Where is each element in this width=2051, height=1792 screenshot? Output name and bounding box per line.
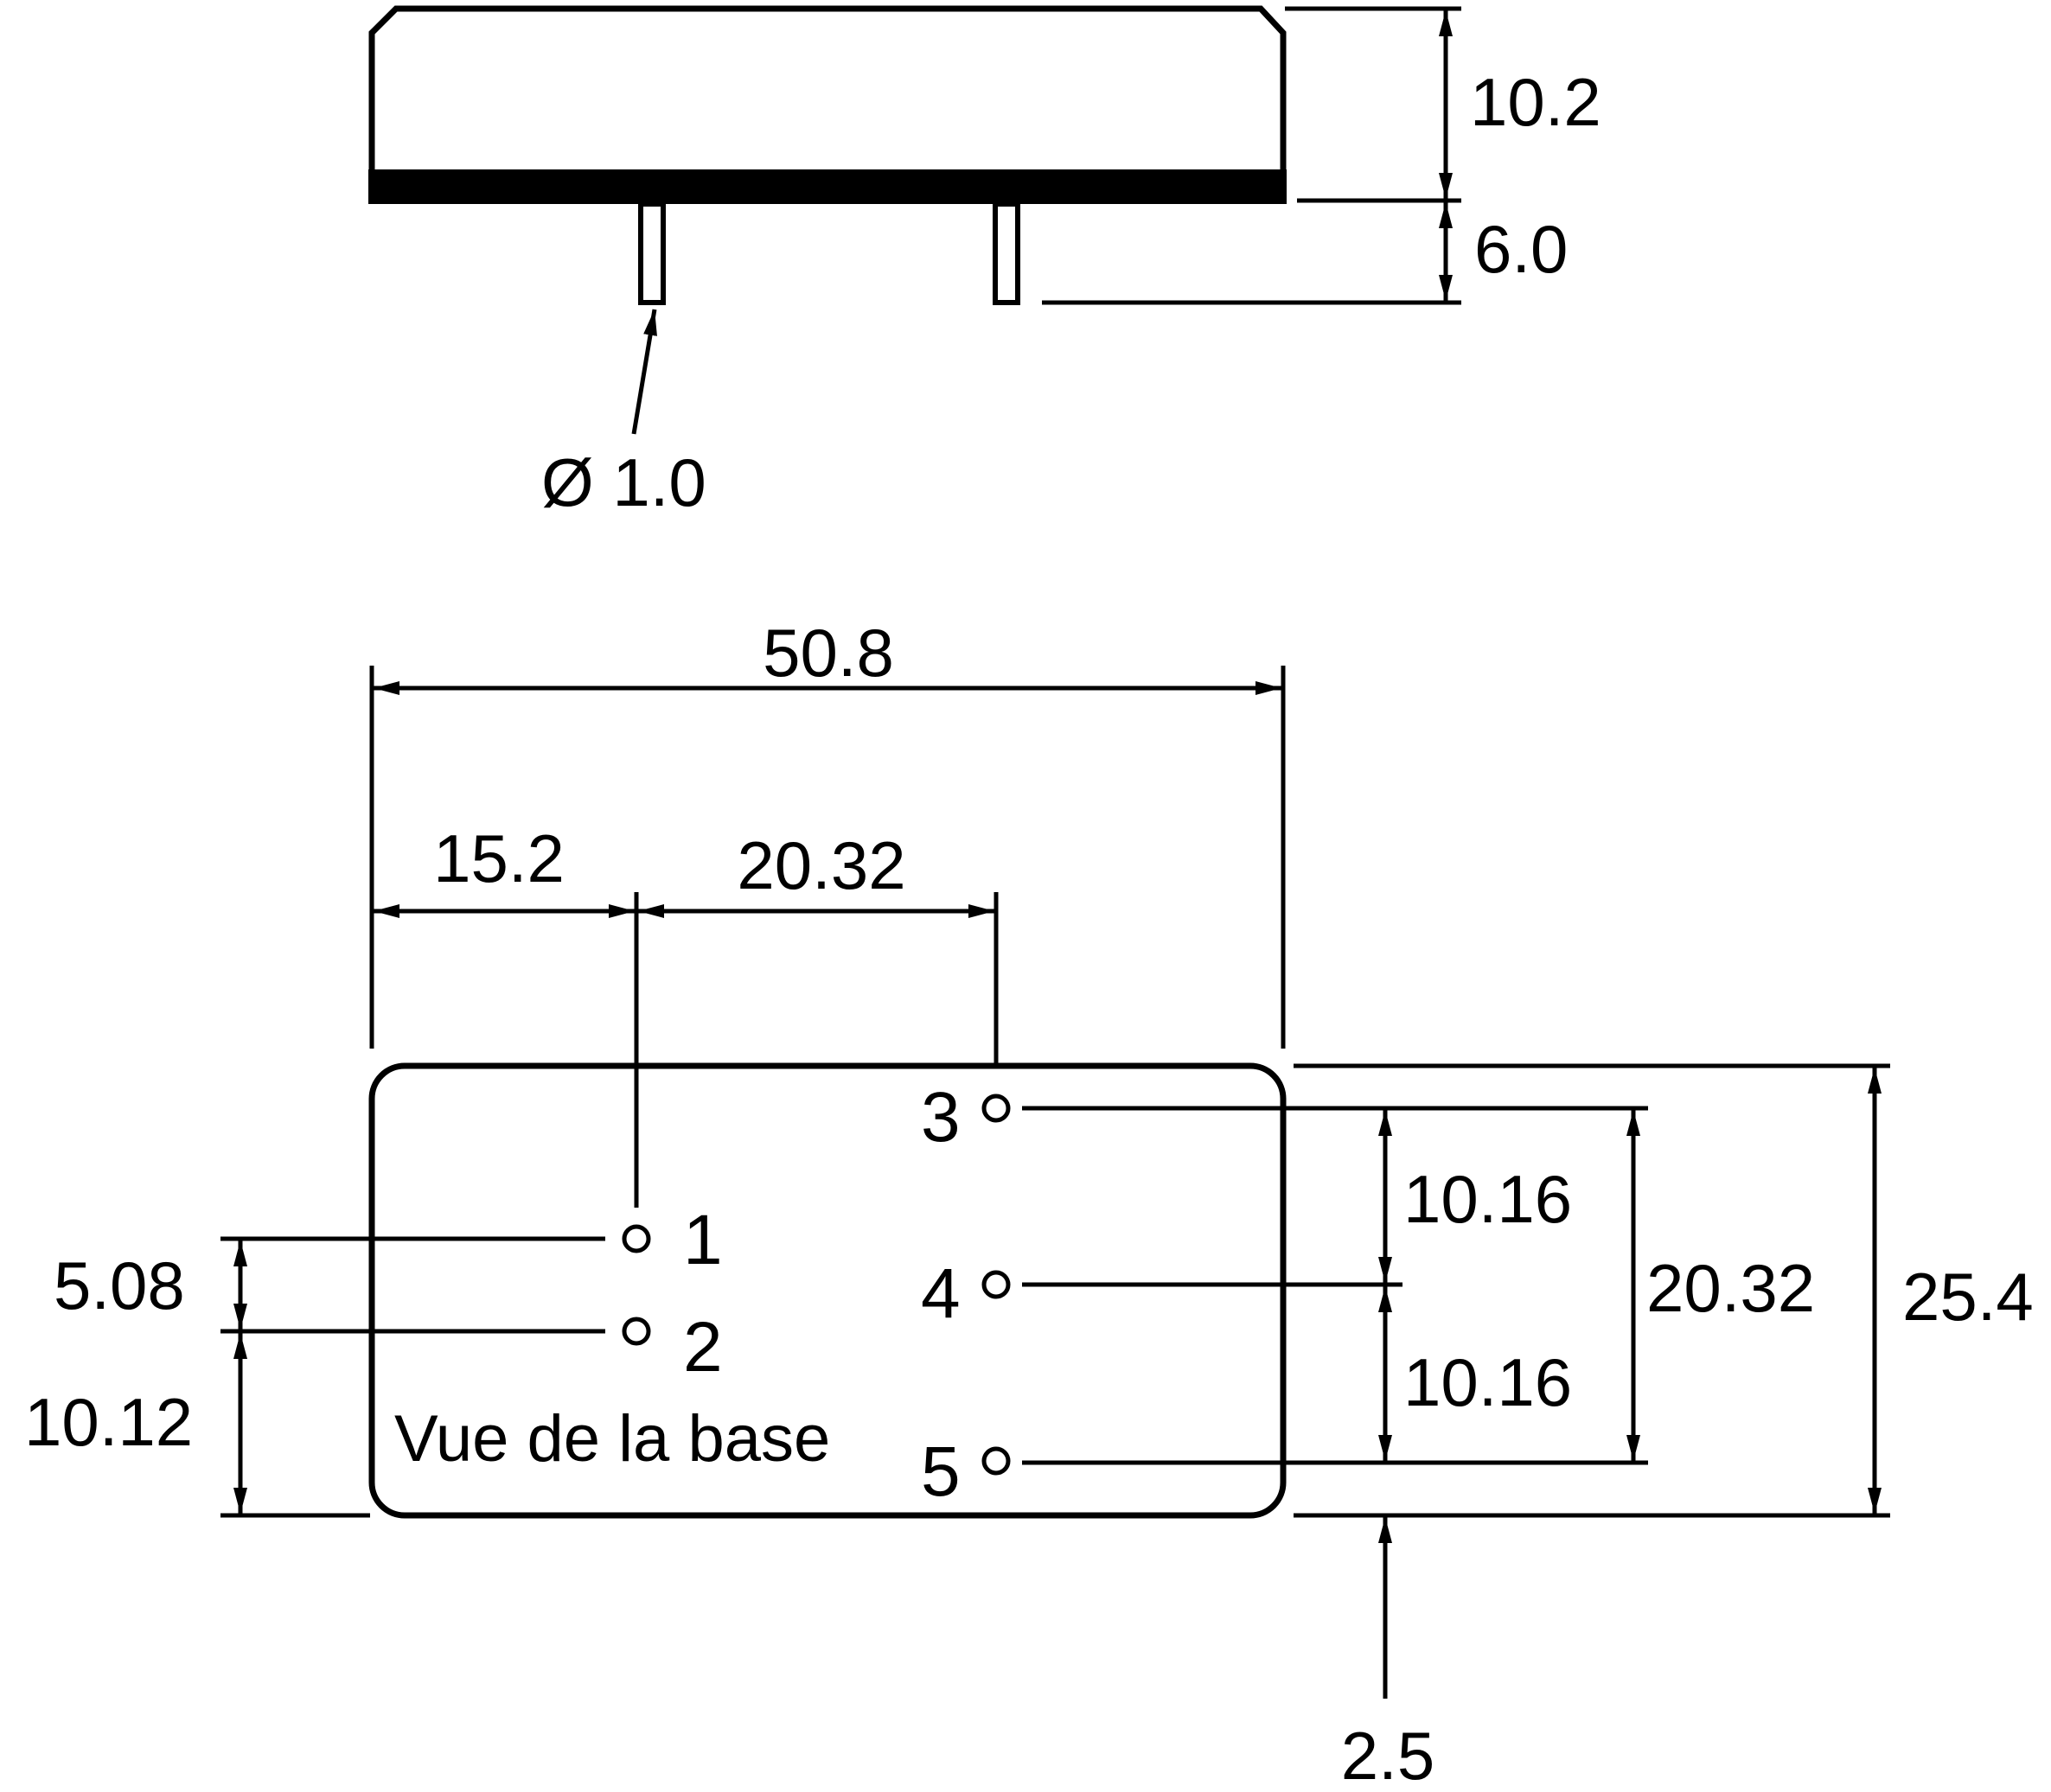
- pin-1: [622, 1224, 651, 1253]
- pin-4-label: 4: [921, 1254, 961, 1333]
- pin2-to-bottom-label: 10.12: [24, 1384, 193, 1460]
- total-width-label: 50.8: [763, 615, 894, 691]
- base-plate: [368, 169, 1287, 204]
- pin-right: [993, 201, 1020, 305]
- pin-3: [981, 1094, 1011, 1123]
- pin-5: [981, 1446, 1011, 1476]
- pin-5-label: 5: [921, 1432, 961, 1511]
- pin-3-label: 3: [921, 1078, 961, 1157]
- pin-length-label: 6.0: [1474, 211, 1568, 287]
- pin-left: [638, 201, 666, 305]
- base-view: 50.8 15.2 20.32 1 2 3 4 5 Vue de la base…: [24, 615, 2034, 1792]
- pin-4: [981, 1270, 1011, 1299]
- base-outline: [368, 1062, 1287, 1519]
- pin-diameter-leader: [631, 309, 657, 435]
- pin-spacing-label: 20.32: [737, 827, 905, 903]
- base-view-caption: Vue de la base: [394, 1402, 830, 1476]
- pin3-to-pin5-label: 20.32: [1646, 1250, 1815, 1326]
- height-label: 10.2: [1470, 64, 1601, 140]
- pin-2-label: 2: [683, 1308, 723, 1387]
- pin-diameter-label: Ø 1.0: [541, 444, 706, 520]
- side-view: 10.2 6.0 Ø 1.0: [368, 5, 1601, 520]
- pin1-to-pin2-label: 5.08: [54, 1247, 185, 1323]
- pin-pitch-lower-label: 10.16: [1403, 1344, 1572, 1420]
- pin5-to-bottom-label: 2.5: [1341, 1718, 1434, 1792]
- pin-1-label: 1: [683, 1201, 723, 1279]
- pin1-offset-label: 15.2: [433, 820, 565, 896]
- pin-2: [622, 1317, 651, 1346]
- total-height-label: 25.4: [1902, 1259, 2034, 1335]
- pin-pitch-upper-label: 10.16: [1403, 1161, 1572, 1237]
- housing-body: [368, 5, 1287, 188]
